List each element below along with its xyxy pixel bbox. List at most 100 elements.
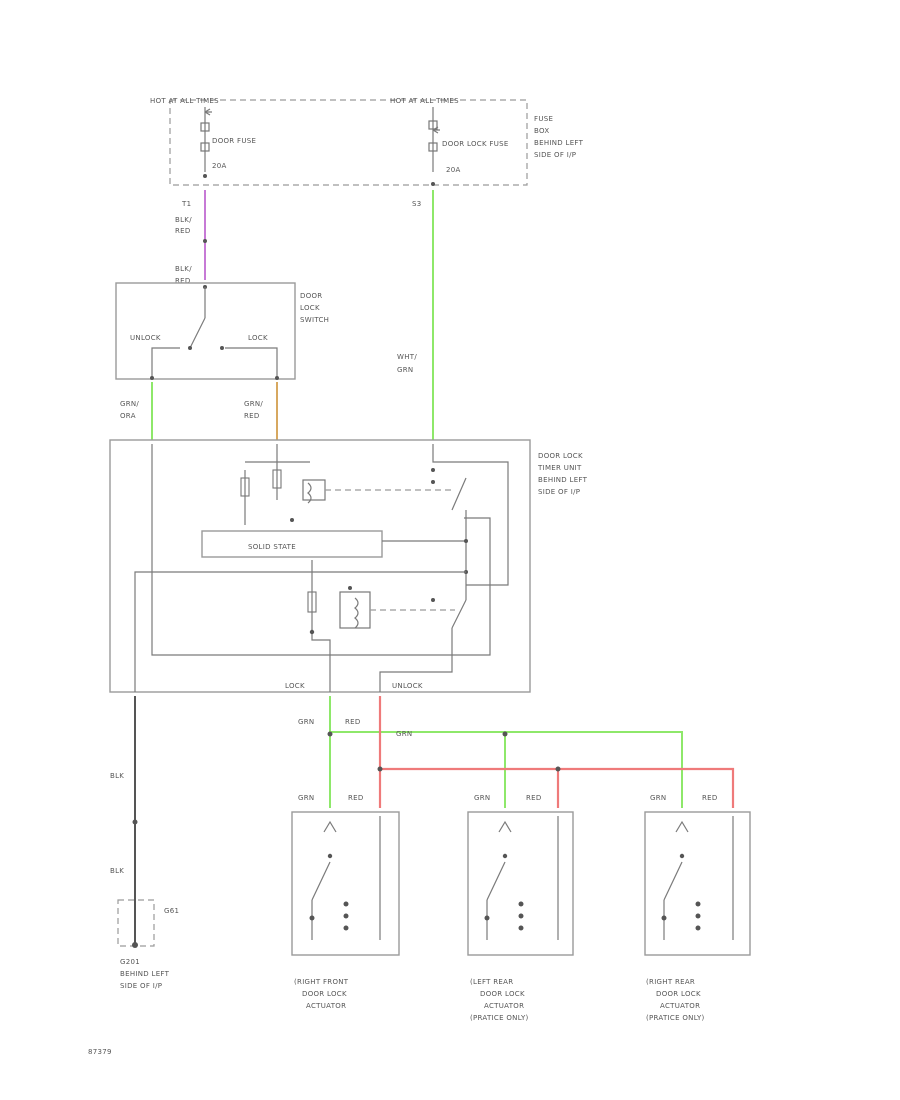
actuator-right-rear: GRN RED (RIGHT REAR DOOR LOCK ACTUATOR (… xyxy=(644,794,751,1022)
actuator-1-dot-d xyxy=(343,913,349,919)
lock-switch-title-1: DOOR xyxy=(300,292,322,300)
switch-blade xyxy=(189,317,206,349)
bus-dot-a xyxy=(464,539,468,543)
actuator-2-label-1: (LEFT REAR xyxy=(470,978,513,986)
right-fuse-symbol-2 xyxy=(428,142,438,152)
door-lock-timer-unit: DOOR LOCK TIMER UNIT BEHIND LEFT SIDE OF… xyxy=(109,439,588,693)
actuator-group: GRN RED (RIGHT FRONT DOOR LOCK ACTUATOR … xyxy=(291,794,751,1022)
wire-label-grn-red-b: RED xyxy=(244,412,260,420)
timer-title-2: TIMER UNIT xyxy=(537,464,582,472)
switch-terminal-left xyxy=(150,376,154,380)
actuator-3-right-wire: RED xyxy=(702,794,718,802)
hot-label-left: HOT AT ALL TIMES xyxy=(150,97,219,105)
fuse-box-label-2: BOX xyxy=(534,127,549,135)
timer-unlock-label: UNLOCK xyxy=(392,682,423,690)
left-pin-label: T1 xyxy=(181,200,191,208)
right-fuse-terminal xyxy=(431,182,435,186)
right-fuse-amp: 20A xyxy=(446,166,461,174)
ground-circuit: BLK BLK G61 G201 BEHIND LEFT SIDE OF I/P xyxy=(110,696,179,990)
relay-coil-1 xyxy=(302,479,326,501)
actuator-3-left-wire: GRN xyxy=(650,794,666,802)
actuator-3-dot-d xyxy=(695,913,701,919)
actuator-1-label-3: ACTUATOR xyxy=(306,1002,346,1010)
actuator-2-dot-a xyxy=(502,853,508,859)
actuator-1-dot-e xyxy=(343,925,349,931)
right-fuse-symbol xyxy=(428,120,438,130)
actuator-3-label-2: DOOR LOCK xyxy=(656,990,701,998)
relay-coil-2-winding xyxy=(354,597,359,629)
lock-switch-title-3: SWITCH xyxy=(300,316,329,324)
left-fuse-arrow xyxy=(204,108,212,116)
door-lock-switch: DOOR LOCK SWITCH UNLOCK LOCK xyxy=(115,282,329,380)
wire-red-bus xyxy=(380,767,735,808)
grn-splice-1 xyxy=(327,731,333,737)
actuator-2-label-4: (PRATICE ONLY) xyxy=(470,1014,529,1022)
actuator-3-outline xyxy=(644,811,751,956)
actuator-buses: GRN RED GRN xyxy=(298,696,735,808)
relay-1-dot-a xyxy=(431,468,435,472)
actuator-1-right-wire: RED xyxy=(348,794,364,802)
actuator-1-label-2: DOOR LOCK xyxy=(302,990,347,998)
actuator-1-switch xyxy=(311,861,331,901)
actuator-right-front: GRN RED (RIGHT FRONT DOOR LOCK ACTUATOR xyxy=(291,794,400,1010)
wire-label-wht-grn-a: WHT/ xyxy=(397,353,417,361)
actuator-2-label-2: DOOR LOCK xyxy=(480,990,525,998)
lock-switch-outline xyxy=(115,282,296,380)
actuator-1-outline xyxy=(291,811,400,956)
actuator-2-dot-e xyxy=(518,925,524,931)
lock-switch-lock: LOCK xyxy=(248,334,268,342)
switch-lock-contact xyxy=(220,346,224,350)
relay-coil-2 xyxy=(339,591,371,629)
actuator-1-pin-a xyxy=(323,820,337,833)
timer-power-bus xyxy=(432,444,509,586)
wire-label-blk-red-1a: BLK/ xyxy=(175,216,192,224)
actuator-left-rear: GRN RED (LEFT REAR DOOR LOCK ACTUATOR (P… xyxy=(467,794,574,1022)
lock-switch-title-2: LOCK xyxy=(300,304,320,312)
left-fuse-symbol xyxy=(200,122,210,132)
wire-label-blk-1: BLK xyxy=(110,772,124,780)
actuator-3-label-4: (PRATICE ONLY) xyxy=(646,1014,705,1022)
wire-label-blk-red-1b: RED xyxy=(175,227,191,235)
relay-1-dot-b xyxy=(431,480,435,484)
relay-2-dot-c xyxy=(431,598,435,602)
fuse-box: HOT AT ALL TIMES HOT AT ALL TIMES DOOR F… xyxy=(150,97,584,186)
left-fuse-terminal xyxy=(203,174,207,178)
connector-dot xyxy=(203,239,207,243)
wire-label-blk-red-2a: BLK/ xyxy=(175,265,192,273)
relay-2-dot-a xyxy=(309,629,315,635)
right-fuse-name: DOOR LOCK FUSE xyxy=(442,140,509,148)
wire-label-wht-grn-b: GRN xyxy=(397,366,413,374)
timer-ground-loop xyxy=(134,571,466,692)
actuator-1-label-1: (RIGHT FRONT xyxy=(294,978,349,986)
timer-unit-outline xyxy=(109,439,531,693)
timer-resistor-2 xyxy=(272,469,282,489)
actuator-1-dot-a xyxy=(327,853,333,859)
actuator-2-left-wire: GRN xyxy=(474,794,490,802)
switch-terminal-right xyxy=(275,376,279,380)
timer-title-3: BEHIND LEFT xyxy=(538,476,588,484)
wire-label-grn-ora-a: GRN/ xyxy=(120,400,139,408)
grn-splice-2 xyxy=(502,731,508,737)
fuse-box-label-3: BEHIND LEFT xyxy=(534,139,584,147)
relay-coil-1-winding xyxy=(307,482,312,504)
timer-internal-loop xyxy=(151,444,491,656)
lock-switch-unlock: UNLOCK xyxy=(130,334,161,342)
actuator-3-label-1: (RIGHT REAR xyxy=(646,978,695,986)
switch-unlock-contact xyxy=(188,346,192,350)
actuator-2-outline xyxy=(467,811,574,956)
actuator-3-dot-c xyxy=(695,901,701,907)
relay-2-contact xyxy=(451,599,467,629)
switch-unlock-wire xyxy=(151,347,180,378)
ground-label-1: G201 xyxy=(120,958,140,966)
switch-lock-wire xyxy=(225,347,278,378)
actuator-2-right-wire: RED xyxy=(526,794,542,802)
actuator-1-dot-b xyxy=(309,915,315,921)
ground-id: G61 xyxy=(164,907,179,915)
red-splice-1 xyxy=(377,766,383,772)
actuator-2-switch xyxy=(486,861,506,901)
solid-state-label: SOLID STATE xyxy=(248,543,296,551)
relay-2-dot-b xyxy=(348,586,352,590)
relay-1-dot-c xyxy=(290,518,294,522)
red-splice-2 xyxy=(555,766,561,772)
